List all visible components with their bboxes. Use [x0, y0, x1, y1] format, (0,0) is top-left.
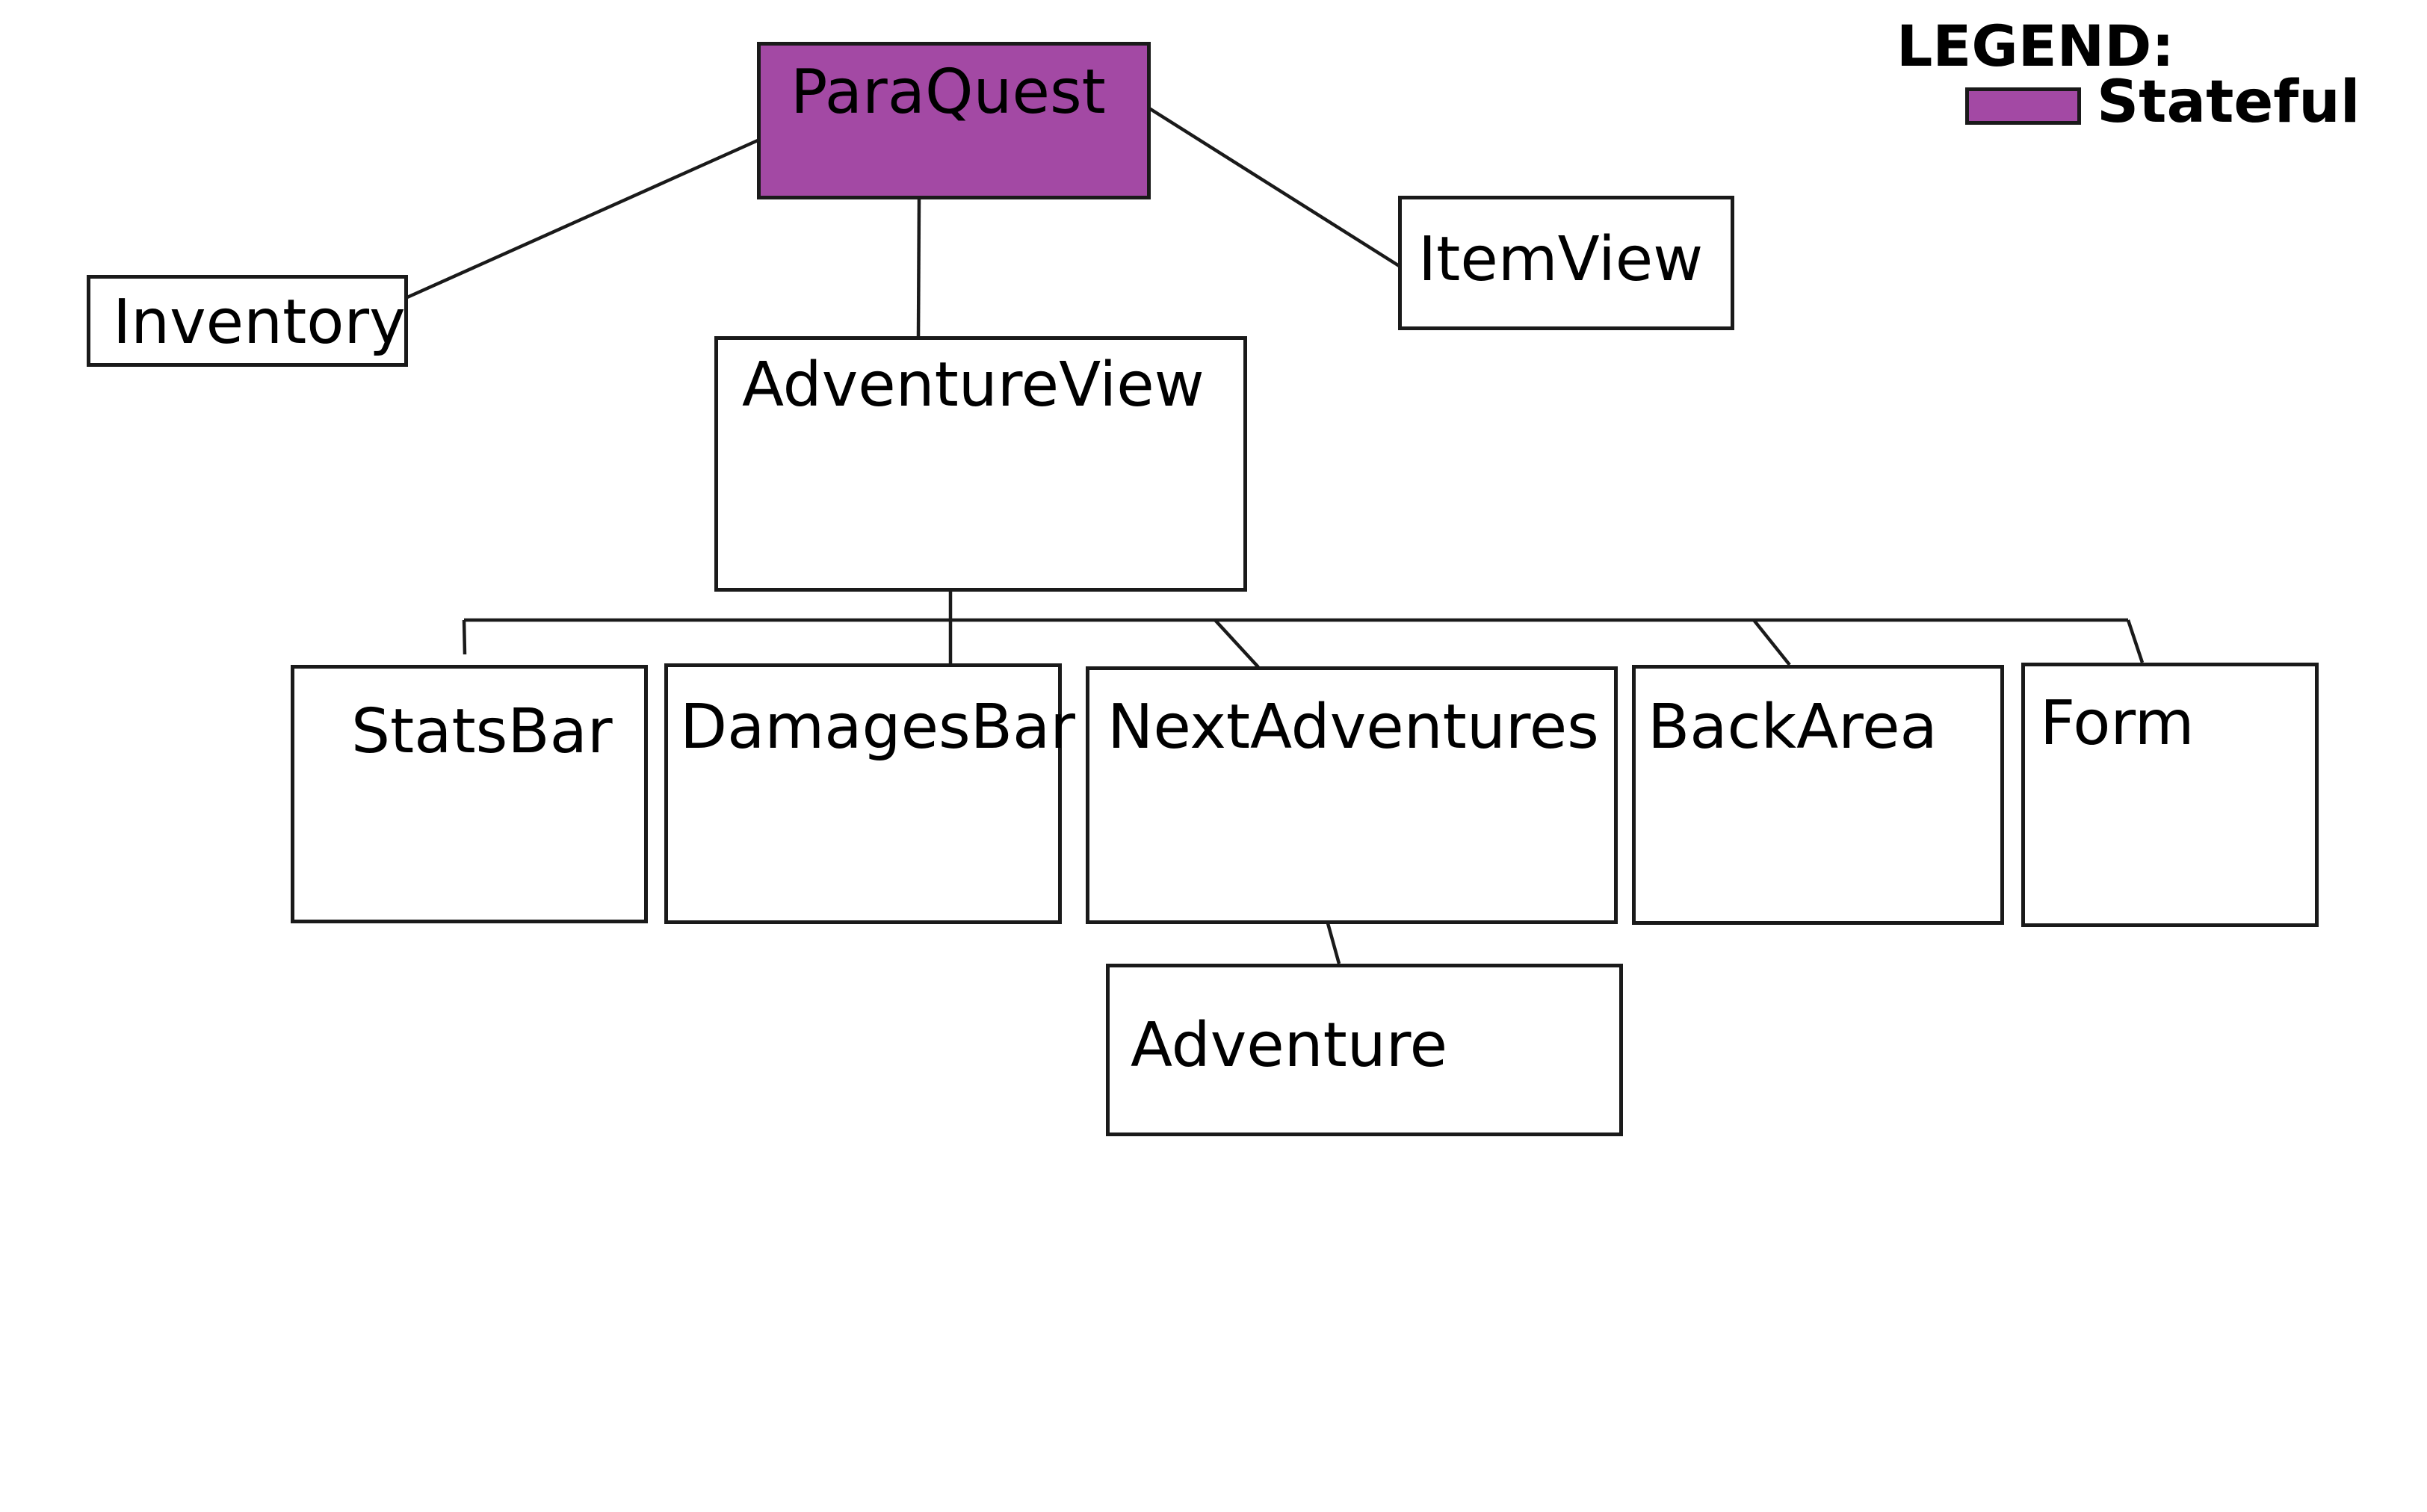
node-damagesbar-label: DamagesBar	[680, 692, 1075, 763]
legend-stateful-label: Stateful	[2097, 69, 2360, 136]
node-inventory-label: Inventory	[113, 287, 406, 358]
node-adventure-label: Adventure	[1131, 1010, 1448, 1081]
edge-adventureview-form	[2126, 619, 2145, 663]
node-adventureview-label: AdventureView	[742, 350, 1205, 421]
node-adventureview: AdventureView	[714, 336, 1247, 592]
edge-paraquest-inventory	[406, 138, 758, 300]
node-backarea: BackArea	[1632, 665, 2004, 925]
node-form: Form	[2021, 663, 2319, 927]
node-itemview-label: ItemView	[1418, 224, 1704, 295]
edge-paraquest-adventureview	[916, 197, 921, 338]
node-nextadventures: NextAdventures	[1086, 666, 1618, 924]
node-paraquest-label: ParaQuest	[791, 57, 1106, 128]
node-statsbar-label: StatsBar	[351, 696, 613, 767]
node-backarea-label: BackArea	[1648, 692, 1938, 763]
edge-nextadventures-adventure	[1326, 923, 1341, 964]
node-damagesbar: DamagesBar	[664, 663, 1075, 924]
node-statsbar: StatsBar	[291, 665, 648, 923]
node-adventure: Adventure	[1106, 964, 1623, 1136]
legend-stateful-swatch	[1965, 87, 2081, 125]
edge-adventureview-statsbar	[462, 619, 467, 655]
node-form-label: Form	[2040, 688, 2195, 759]
legend-title: LEGEND:	[1896, 13, 2174, 79]
node-nextadventures-label: NextAdventures	[1107, 692, 1599, 763]
edge-adventureview-nextadventures	[1214, 619, 1260, 669]
node-paraquest: ParaQuest	[757, 42, 1151, 199]
edge-paraquest-itemview	[1148, 107, 1402, 268]
node-itemview: ItemView	[1398, 196, 1734, 330]
node-inventory: Inventory	[87, 275, 408, 367]
edge-adventureview-backarea	[1752, 619, 1791, 666]
